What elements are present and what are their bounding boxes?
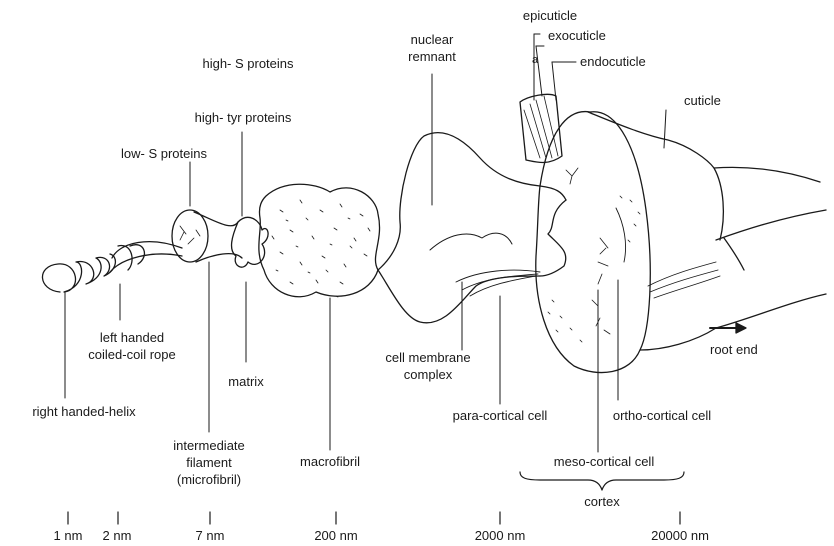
label-nuclear: nuclear <box>411 32 454 48</box>
label-para-cortical-cell: para-cortical cell <box>453 408 548 424</box>
label-microfibril: (microfibril) <box>177 472 241 488</box>
microfibril-shape <box>172 210 242 262</box>
label-complex: complex <box>404 367 452 383</box>
cortex-disc-shape <box>536 112 826 373</box>
scale-ticks <box>68 512 680 524</box>
label-high-tyr-proteins: high- tyr proteins <box>195 110 292 126</box>
cell-membrane-fibrils <box>648 262 720 298</box>
scale-label-2nm: 2 nm <box>103 528 132 544</box>
label-epicuticle: epicuticle <box>523 8 577 24</box>
coiled-coil-rope-shape <box>110 242 182 272</box>
label-right-handed-helix: right handed-helix <box>32 404 135 420</box>
label-ortho-cortical-cell: ortho-cortical cell <box>613 408 711 424</box>
label-macrofibril: macrofibril <box>300 454 360 470</box>
label-intermediate: intermediate <box>173 438 245 454</box>
cuticle-scale-shape <box>520 94 562 162</box>
scale-label-7nm: 7 nm <box>196 528 225 544</box>
scale-label-20000nm: 20000 nm <box>651 528 709 544</box>
scale-label-200nm: 200 nm <box>314 528 357 544</box>
label-coiled-coil-rope: coiled-coil rope <box>88 347 175 363</box>
label-exocuticle: exocuticle <box>548 28 606 44</box>
scale-label-2000nm: 2000 nm <box>475 528 526 544</box>
scale-label-1nm: 1 nm <box>54 528 83 544</box>
label-cuticle: cuticle <box>684 93 721 109</box>
alpha-helix-shape <box>42 254 115 292</box>
macrofibril-shape <box>259 184 380 297</box>
matrix-shape <box>232 217 269 267</box>
cortex-brace <box>520 472 684 490</box>
label-a: a <box>532 52 538 68</box>
label-endocuticle: endocuticle <box>580 54 646 70</box>
label-low-s-proteins: low- S proteins <box>121 146 207 162</box>
label-cortex: cortex <box>584 494 619 510</box>
label-high-s-proteins: high- S proteins <box>202 56 293 72</box>
label-matrix: matrix <box>228 374 263 390</box>
label-remnant: remnant <box>408 49 456 65</box>
label-filament: filament <box>186 455 232 471</box>
leader-lines <box>65 34 666 452</box>
label-cell-membrane: cell membrane <box>385 350 470 366</box>
label-meso-cortical-cell: meso-cortical cell <box>554 454 654 470</box>
label-left-handed: left handed <box>100 330 164 346</box>
label-root-end: root end <box>710 342 758 358</box>
